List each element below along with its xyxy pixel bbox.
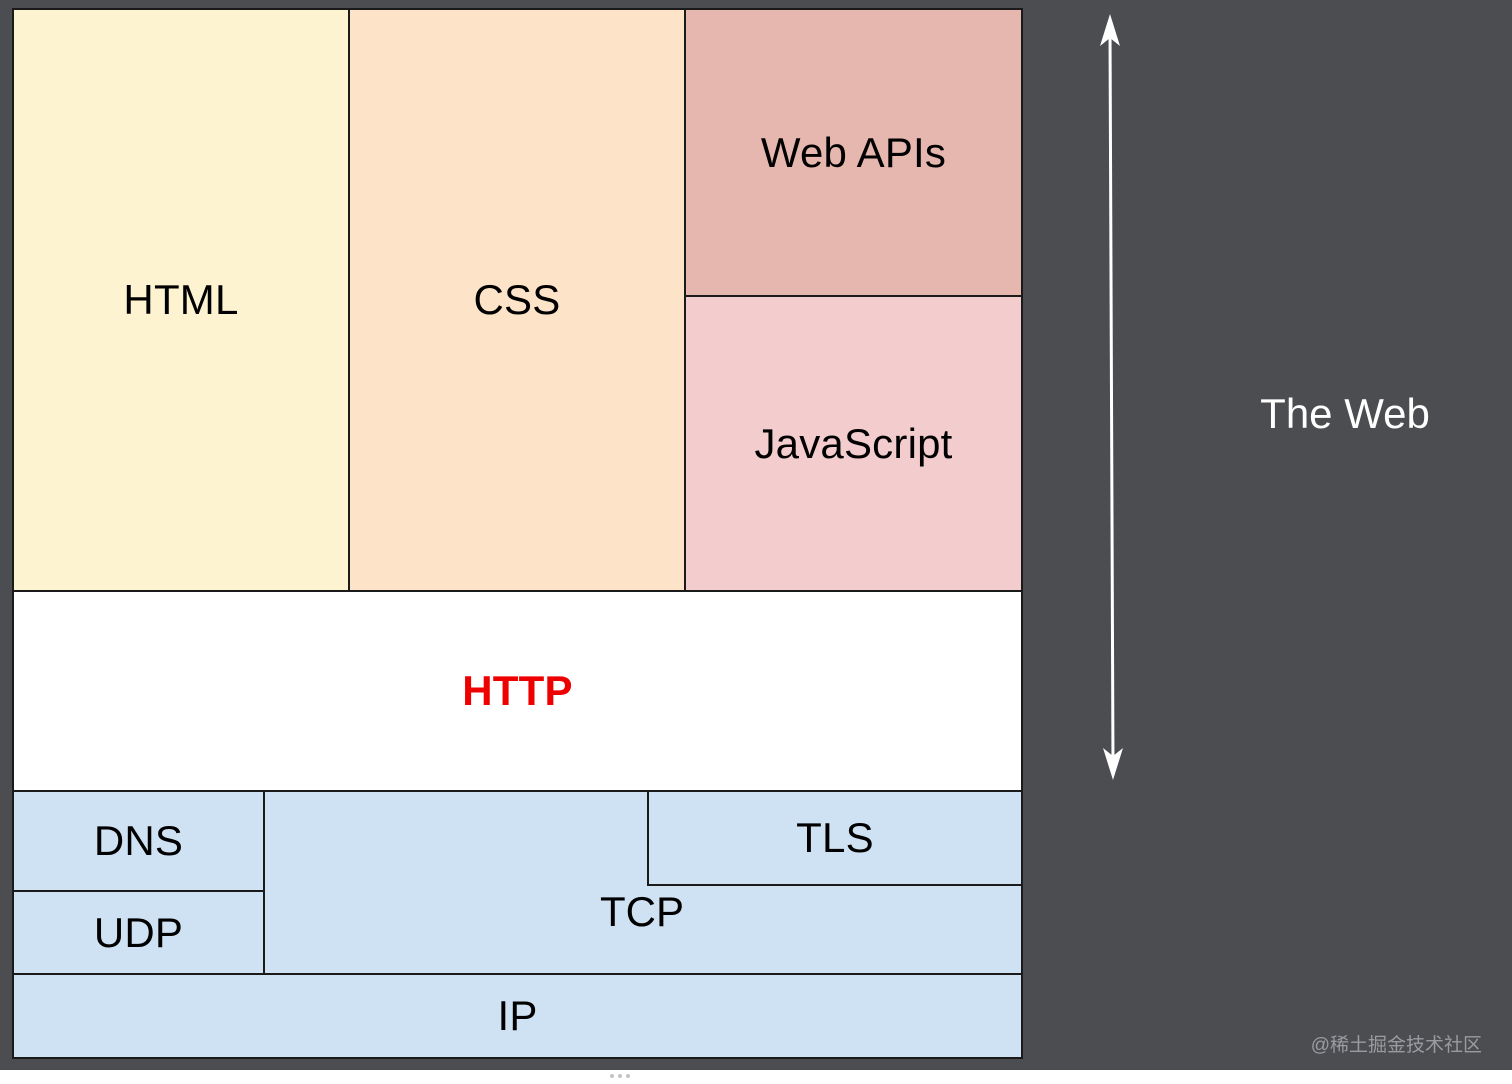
css-layer: CSS [348, 8, 686, 592]
tls-layer: TLS [647, 790, 1023, 886]
dns-layer: DNS [12, 790, 265, 892]
watermark-text: @稀土掘金技术社区 [1310, 1035, 1482, 1056]
the-web-label: The Web [1260, 390, 1430, 437]
dns-label: DNS [93, 817, 184, 864]
http-layer: HTTP [12, 590, 1023, 792]
tls-label: TLS [796, 814, 874, 861]
udp-layer: UDP [12, 890, 265, 975]
css-label: CSS [473, 276, 561, 323]
arrow-shaft [1108, 29, 1115, 766]
html-label: HTML [123, 276, 239, 323]
web-apis-layer: Web APIs [684, 8, 1023, 297]
ip-layer: IP [12, 973, 1023, 1059]
http-label: HTTP [462, 667, 573, 714]
javascript-label: JavaScript [754, 419, 953, 467]
web-apis-label: Web APIs [760, 128, 947, 176]
double-arrow-icon [1100, 14, 1123, 780]
ip-label: IP [497, 992, 538, 1039]
more-dots-icon [610, 1074, 634, 1080]
arrow-head-up [1100, 14, 1120, 46]
arrow-head-down [1103, 748, 1123, 780]
html-layer: HTML [12, 8, 350, 592]
udp-label: UDP [93, 908, 184, 956]
tcp-label: TCP [600, 888, 684, 935]
javascript-layer: JavaScript [684, 295, 1023, 592]
